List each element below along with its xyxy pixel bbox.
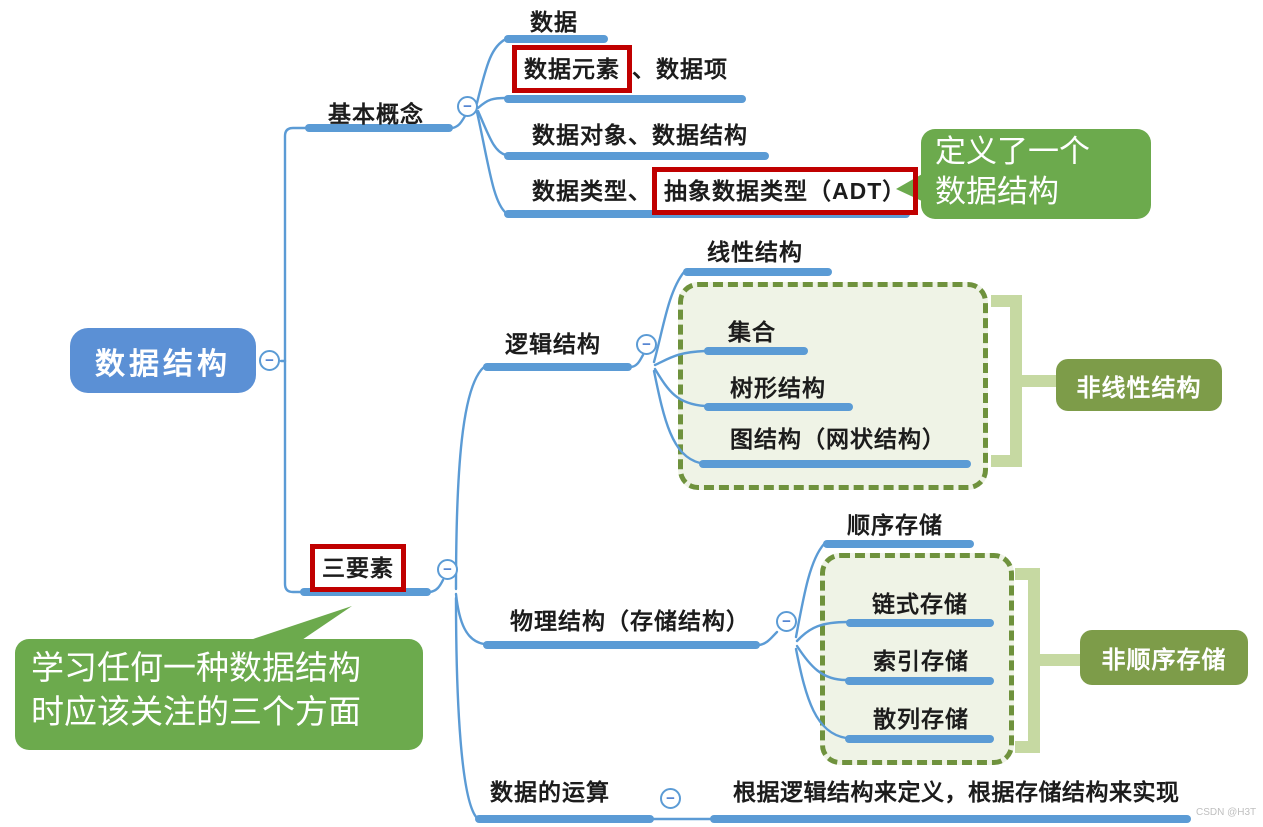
collapse-button-basic-concepts[interactable]: − (457, 96, 478, 117)
collapse-button-logical[interactable]: − (636, 334, 657, 355)
underline-linear (683, 268, 832, 276)
adt-callout-line2: 数据结构 (935, 174, 1059, 210)
underline-physical (483, 641, 760, 649)
underline-graph (699, 460, 971, 468)
topic-data-type-prefix: 数据类型、 (532, 178, 652, 204)
red-highlight-box: 抽象数据类型（ADT） (652, 167, 919, 215)
underline-operations (475, 815, 654, 823)
underline-linked (846, 619, 994, 627)
underline-logical (483, 363, 632, 371)
three-elements-callout: 学习任何一种数据结构 时应该关注的三个方面 (15, 639, 423, 750)
nonlinear-group-box (678, 282, 988, 490)
topic-data-element[interactable]: 数据元素 、数据项 (512, 45, 728, 93)
nonlinear-bracket (991, 295, 1022, 467)
underline-hashed (845, 735, 994, 743)
underline-indexed (845, 677, 994, 685)
nonsequential-bracket (1015, 568, 1040, 753)
topic-root-data-structure[interactable]: 数据结构 (70, 328, 256, 393)
adt-callout-line1: 定义了一个 (935, 134, 1090, 170)
collapse-button-operations[interactable]: − (660, 788, 681, 809)
topic-data-type[interactable]: 数据类型、 抽象数据类型（ADT） (532, 167, 919, 215)
branch-curves (279, 37, 850, 821)
topic-linear-structure[interactable]: 线性结构 (707, 239, 803, 265)
watermark: CSDN @H3T (1196, 807, 1257, 818)
red-highlight-box: 数据元素 (512, 45, 632, 93)
topic-hashed-storage[interactable]: 散列存储 (873, 706, 969, 732)
topic-tree-structure[interactable]: 树形结构 (730, 375, 826, 401)
topic-data[interactable]: 数据 (530, 9, 578, 35)
underline-operations-note (710, 815, 1191, 823)
topic-operations-note[interactable]: 根据逻辑结构来定义，根据存储结构来实现 (733, 779, 1180, 805)
topic-nonlinear-structure[interactable]: 非线性结构 (1056, 359, 1222, 411)
adt-callout: 定义了一个 数据结构 (921, 129, 1151, 219)
underline-data (504, 35, 608, 43)
topic-physical-structure[interactable]: 物理结构（存储结构） (510, 608, 750, 634)
topic-sequential-storage[interactable]: 顺序存储 (847, 512, 943, 538)
topic-graph-structure[interactable]: 图结构（网状结构） (730, 426, 946, 452)
topic-three-elements[interactable]: 三要素 (310, 544, 406, 592)
collapse-button-three-elements[interactable]: − (437, 559, 458, 580)
topic-data-operations[interactable]: 数据的运算 (490, 779, 610, 805)
three-callout-line2: 时应该关注的三个方面 (31, 692, 361, 731)
topic-linked-storage[interactable]: 链式存储 (872, 591, 968, 617)
underline-data-object (504, 152, 769, 160)
underline-data-element (504, 95, 746, 103)
topic-data-object[interactable]: 数据对象、数据结构 (532, 122, 748, 148)
collapse-button-physical[interactable]: − (776, 611, 797, 632)
three-callout-line1: 学习任何一种数据结构 (31, 648, 361, 687)
nonsequential-group-box (820, 553, 1014, 765)
underline-three-elements (300, 588, 431, 596)
underline-set (704, 347, 808, 355)
red-highlight-box: 三要素 (310, 544, 406, 592)
group-brackets (991, 295, 1080, 753)
three-callout-tail (238, 606, 352, 644)
collapse-button-root[interactable]: − (259, 350, 280, 371)
topic-data-element-rest: 、数据项 (632, 56, 728, 82)
topic-nonsequential-storage[interactable]: 非顺序存储 (1080, 630, 1248, 685)
topic-set[interactable]: 集合 (728, 319, 776, 345)
topic-logical-structure[interactable]: 逻辑结构 (505, 331, 601, 357)
topic-indexed-storage[interactable]: 索引存储 (873, 648, 969, 674)
underline-basic-concepts (305, 124, 453, 132)
topic-basic-concepts[interactable]: 基本概念 (328, 101, 424, 127)
underline-tree (704, 403, 853, 411)
underline-sequential (823, 540, 974, 548)
